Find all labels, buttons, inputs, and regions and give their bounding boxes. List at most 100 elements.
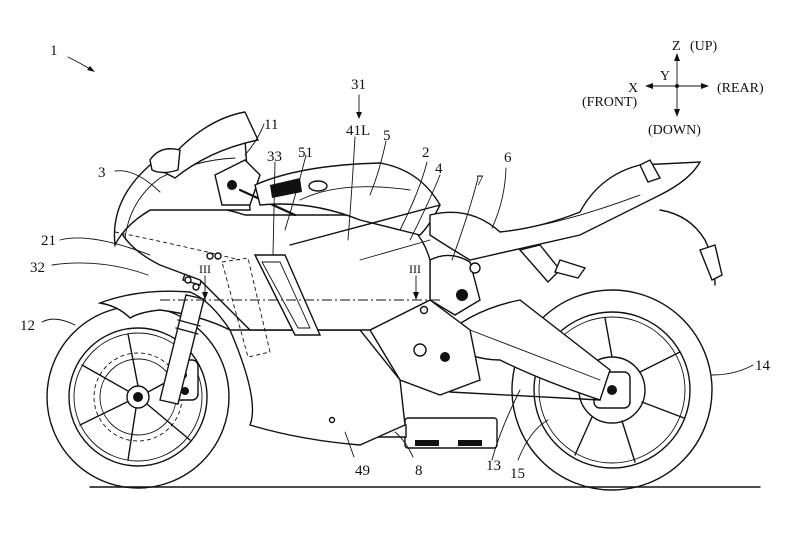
fork-band xyxy=(177,319,201,327)
leader-lines xyxy=(41,56,754,461)
label-1: 1 xyxy=(50,43,58,59)
drive-chain-lower xyxy=(449,391,601,401)
label-13: 13 xyxy=(486,458,501,474)
label-51: 51 xyxy=(298,145,313,161)
rear-footrest xyxy=(554,259,587,279)
label-8: 8 xyxy=(415,463,423,479)
label-6: 6 xyxy=(504,150,512,166)
leader-51 xyxy=(284,154,307,231)
leader-21 xyxy=(59,237,151,256)
leader-15 xyxy=(517,419,549,461)
leader-31-arrowhead xyxy=(356,112,362,119)
leader-14 xyxy=(711,364,754,376)
axis-z-label: Z xyxy=(672,39,681,54)
fork-band xyxy=(175,327,199,335)
label-4: 4 xyxy=(435,161,443,177)
license-plate-light xyxy=(699,244,723,281)
leader-49 xyxy=(344,431,355,458)
label-32: 32 xyxy=(30,260,45,276)
front-rim-outer xyxy=(68,327,208,467)
frame-member-lower xyxy=(359,239,431,261)
exhaust-foot xyxy=(458,440,482,446)
leader-3 xyxy=(114,170,161,193)
front-wheel xyxy=(46,305,230,489)
leader-2 xyxy=(399,161,428,231)
section-label-left: III xyxy=(199,262,211,276)
rear-tire-outer xyxy=(511,289,713,491)
section-bolt xyxy=(419,305,429,315)
label-5: 5 xyxy=(383,128,391,144)
shock-mount xyxy=(456,289,468,301)
engine-bolt xyxy=(440,352,450,362)
axis-rear-label: (REAR) xyxy=(717,81,764,96)
mirror xyxy=(149,148,181,174)
leader-7 xyxy=(451,177,479,261)
instrument-panel xyxy=(270,178,302,198)
axis-y-label: Y xyxy=(660,69,670,84)
label-2: 2 xyxy=(422,145,430,161)
cowl-screw xyxy=(214,252,222,260)
label-31: 31 xyxy=(351,77,366,93)
label-14: 14 xyxy=(755,358,771,374)
exhaust-foot xyxy=(415,440,439,446)
front-axle xyxy=(133,392,143,402)
hidden-duct xyxy=(221,257,271,358)
label-41l: 41L xyxy=(346,123,370,139)
lower-fairing xyxy=(228,329,406,446)
section-arrowhead-right xyxy=(413,292,419,300)
rear-rim-inner xyxy=(538,316,686,464)
seat xyxy=(429,161,702,261)
leader-33 xyxy=(272,161,276,256)
caliper-bolt xyxy=(181,387,189,395)
axis-down-label: (DOWN) xyxy=(648,123,701,138)
section-label-right: III xyxy=(409,262,421,276)
frame-member xyxy=(289,204,441,246)
axis-origin xyxy=(675,84,679,88)
leader-5 xyxy=(369,140,387,196)
leader-13 xyxy=(491,389,521,461)
rear-rim-outer xyxy=(533,311,691,469)
section-arrowhead-left xyxy=(202,292,208,300)
windscreen xyxy=(158,111,260,179)
tank-cap xyxy=(308,180,328,192)
front-fender xyxy=(97,290,233,332)
tail-light xyxy=(639,159,662,183)
cowl-screw xyxy=(206,252,214,260)
leader-4 xyxy=(409,174,441,241)
axis-x-label: X xyxy=(628,81,638,96)
leader-8 xyxy=(394,431,414,458)
part-21-hidden-line xyxy=(114,231,241,261)
seat-line xyxy=(499,194,641,233)
frame-bolt xyxy=(469,262,481,274)
axes-legend: Z (UP) Y X (FRONT) (REAR) (DOWN) xyxy=(582,39,764,138)
engine-bolt xyxy=(413,343,427,357)
front-rim-inner xyxy=(73,332,203,462)
rear-axle xyxy=(607,385,617,395)
frame-rear-section xyxy=(429,254,481,316)
cowl-edge-line xyxy=(124,157,236,239)
handlebar-cap xyxy=(227,180,237,190)
swing-arm-edge xyxy=(469,329,601,381)
fork-tube xyxy=(159,294,205,405)
tank-contour xyxy=(299,186,411,201)
reference-labels: 1 3 11 33 51 31 41L 5 2 4 7 6 21 32 12 4… xyxy=(20,43,771,482)
axis-up-label: (UP) xyxy=(690,39,718,54)
label-15: 15 xyxy=(510,466,525,482)
axis-down-arrowhead xyxy=(674,109,680,117)
fairing-screw xyxy=(328,416,336,424)
leader-32 xyxy=(51,262,149,276)
label-12: 12 xyxy=(20,318,35,334)
footrest-bracket xyxy=(518,244,561,284)
label-3: 3 xyxy=(98,165,106,181)
axis-front-arrowhead xyxy=(645,83,653,89)
axis-rear-arrowhead xyxy=(701,83,709,89)
leader-1-arrowhead xyxy=(87,66,95,72)
leader-11 xyxy=(244,123,265,156)
leader-41l xyxy=(347,136,356,241)
label-33: 33 xyxy=(267,149,282,165)
label-21: 21 xyxy=(41,233,56,249)
cowl-screw xyxy=(192,283,200,291)
leader-1 xyxy=(67,56,93,71)
